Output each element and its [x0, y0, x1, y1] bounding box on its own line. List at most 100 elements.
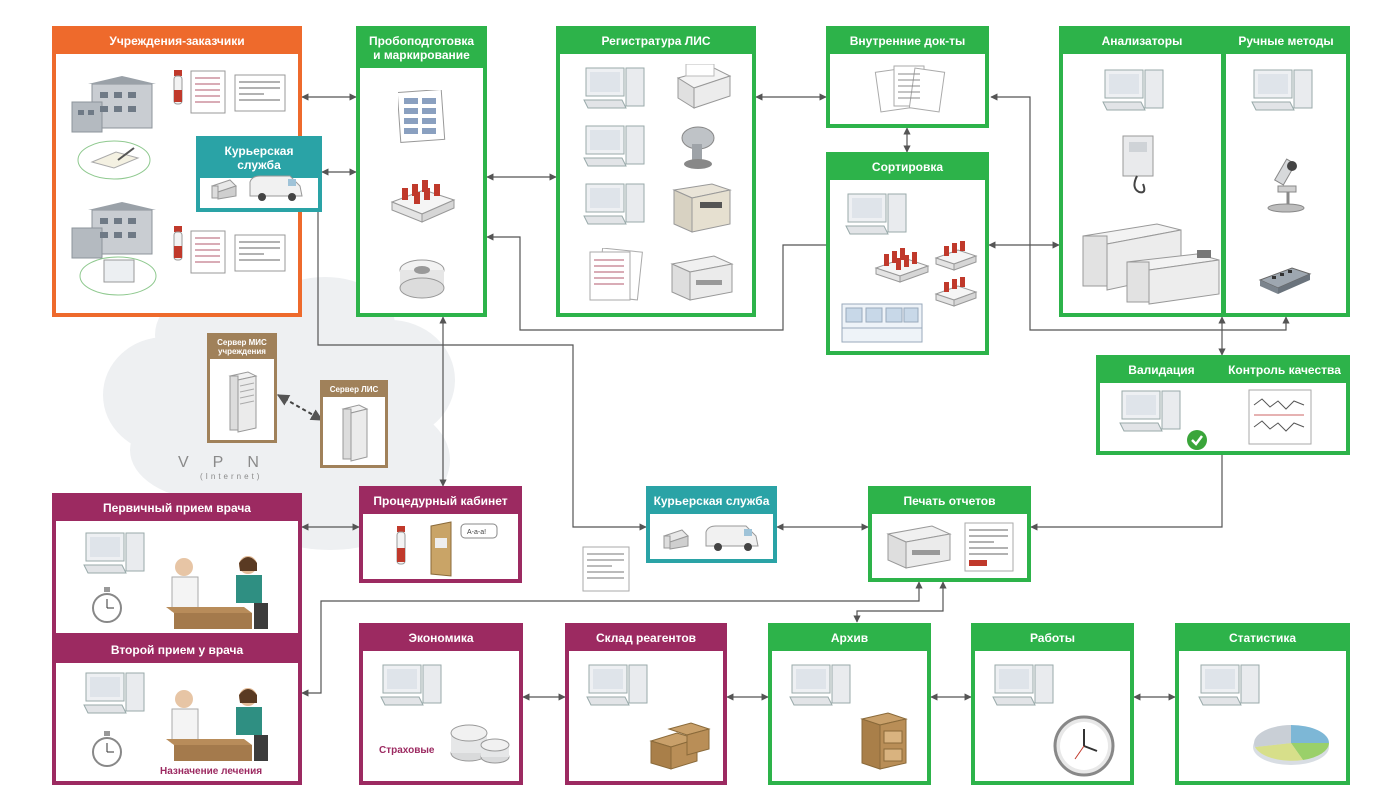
lis-server-title: Сервер ЛИС — [323, 383, 385, 397]
test-tube-3-icon — [396, 526, 406, 565]
qc-chart-icon — [1248, 389, 1312, 445]
coins-icon — [450, 724, 510, 764]
validation-qc-box[interactable]: Валидация Контроль качества — [1096, 355, 1350, 455]
mis-server-title-line1: Сервер МИС — [217, 338, 267, 347]
works-box[interactable]: Работы — [971, 623, 1134, 785]
clients-title: Учреждения-заказчики — [56, 30, 298, 54]
sample-container-2-icon — [663, 529, 689, 550]
pie-chart-icon — [1253, 725, 1329, 765]
internal-docs-title: Внутренние док-ты — [830, 30, 985, 54]
report-sheet-3-icon — [964, 522, 1014, 572]
stopwatch-2-icon — [92, 731, 122, 767]
request-form-icon — [190, 70, 226, 114]
report-printing-title: Печать отчетов — [872, 490, 1027, 514]
workstation-computer-13-icon — [992, 664, 1054, 706]
server-rack-icon — [228, 371, 258, 433]
primary-visit-box[interactable]: Первичный прием врача — [52, 493, 302, 637]
lis-registry-box[interactable]: Регистратура ЛИС — [556, 26, 756, 317]
microscope-icon — [1267, 158, 1305, 213]
doctor-consultation-icon — [166, 556, 268, 629]
wall-clock-icon — [1053, 715, 1115, 777]
analyzers-title: Анализаторы — [1063, 30, 1221, 54]
courier-service-2-title: Курьерская служба — [650, 490, 773, 514]
mis-server-title-line2: учреждения — [218, 347, 266, 356]
workstation-computer-14-icon — [1198, 664, 1260, 706]
archive-title: Архив — [772, 627, 927, 651]
workstation-computer-10-icon — [380, 664, 442, 706]
courier-van-icon — [249, 175, 303, 201]
courier-service-box[interactable]: Курьерская служба — [196, 136, 322, 212]
sample-prep-title-line1: Пробоподготовка — [368, 34, 475, 48]
procedure-room-box[interactable]: Процедурный кабинет A-a-a! — [359, 486, 522, 583]
workstation-computer-7-icon — [1119, 390, 1181, 432]
courier-service-2-box[interactable]: Курьерская служба — [646, 486, 777, 563]
test-tube-icon — [173, 70, 183, 105]
manual-methods-box[interactable]: Ручные методы — [1222, 26, 1350, 317]
insurance-label: Страховые — [379, 745, 435, 756]
test-tube-2-icon — [173, 226, 183, 261]
lis-server-box[interactable]: Сервер ЛИС — [320, 380, 388, 468]
second-visit-title: Второй прием у врача — [56, 639, 298, 663]
internal-docs-box[interactable]: Внутренние док-ты — [826, 26, 989, 128]
analyzers-box[interactable]: Анализаторы — [1059, 26, 1225, 317]
hospital-building-2-icon — [71, 202, 156, 259]
server-rack-2-icon — [341, 404, 369, 462]
report-document-icon — [582, 546, 630, 592]
printer-2-icon — [886, 525, 952, 569]
lis-registry-title: Регистратура ЛИС — [560, 30, 752, 54]
tube-rack-small-icon — [934, 241, 978, 271]
computer-icon — [79, 256, 157, 296]
second-visit-box[interactable]: Второй прием у врача Назначение лечения — [52, 635, 302, 785]
economics-title: Экономика — [363, 627, 519, 651]
boxes-icon — [649, 722, 711, 770]
lab-bench-icon — [841, 303, 923, 343]
sorting-box[interactable]: Сортировка — [826, 152, 989, 355]
wall-analyzer-icon — [1122, 135, 1154, 194]
treatment-label: Назначение лечения — [160, 766, 263, 777]
door-icon: A-a-a! — [430, 521, 498, 577]
printer-icon — [676, 64, 732, 109]
checkmark-icon — [1187, 430, 1207, 450]
barcode-scanner-icon — [681, 126, 715, 169]
courier-van-2-icon — [705, 525, 759, 551]
large-analyzer-icon — [1082, 223, 1220, 305]
vpn-label: VPN — [178, 454, 283, 471]
validation-title: Валидация — [1100, 359, 1223, 383]
document-signing-icon — [77, 140, 151, 180]
workstation-computer-3-icon — [583, 183, 645, 225]
label-roll-icon — [399, 259, 445, 299]
report-printing-box[interactable]: Печать отчетов — [868, 486, 1031, 582]
workstation-computer-11-icon — [586, 664, 648, 706]
workstation-computer-2-icon — [583, 125, 645, 167]
statistics-box[interactable]: Статистика — [1175, 623, 1350, 785]
laser-printer-icon — [670, 255, 734, 301]
quality-control-title: Контроль качества — [1223, 359, 1346, 383]
workstation-computer-12-icon — [789, 664, 851, 706]
workstation-computer-6-icon — [1251, 69, 1313, 111]
statistics-title: Статистика — [1179, 627, 1346, 651]
procedure-room-title: Процедурный кабинет — [363, 490, 518, 514]
workstation-computer-5-icon — [1102, 69, 1164, 111]
sorting-title: Сортировка — [830, 156, 985, 180]
economics-box[interactable]: Экономика Страховые — [359, 623, 523, 785]
reagents-warehouse-title: Склад реагентов — [569, 627, 723, 651]
tube-rack-icon — [390, 180, 456, 223]
report-sheet-icon — [234, 74, 286, 112]
manual-methods-title: Ручные методы — [1226, 30, 1346, 54]
workstation-computer-9-icon — [83, 672, 145, 714]
tube-rack-small-2-icon — [934, 277, 978, 307]
works-title: Работы — [975, 627, 1130, 651]
archive-box[interactable]: Архив — [768, 623, 931, 785]
workstation-computer-icon — [583, 67, 645, 109]
sample-prep-title-line2: и маркирование — [373, 48, 470, 62]
labels-sheet-icon — [398, 90, 446, 143]
reagents-warehouse-box[interactable]: Склад реагентов — [565, 623, 727, 785]
sample-container-icon — [211, 179, 237, 200]
forms-stack-icon — [589, 248, 643, 301]
validation-qc-header: Валидация Контроль качества — [1100, 359, 1346, 383]
file-cabinet-icon — [860, 712, 908, 770]
